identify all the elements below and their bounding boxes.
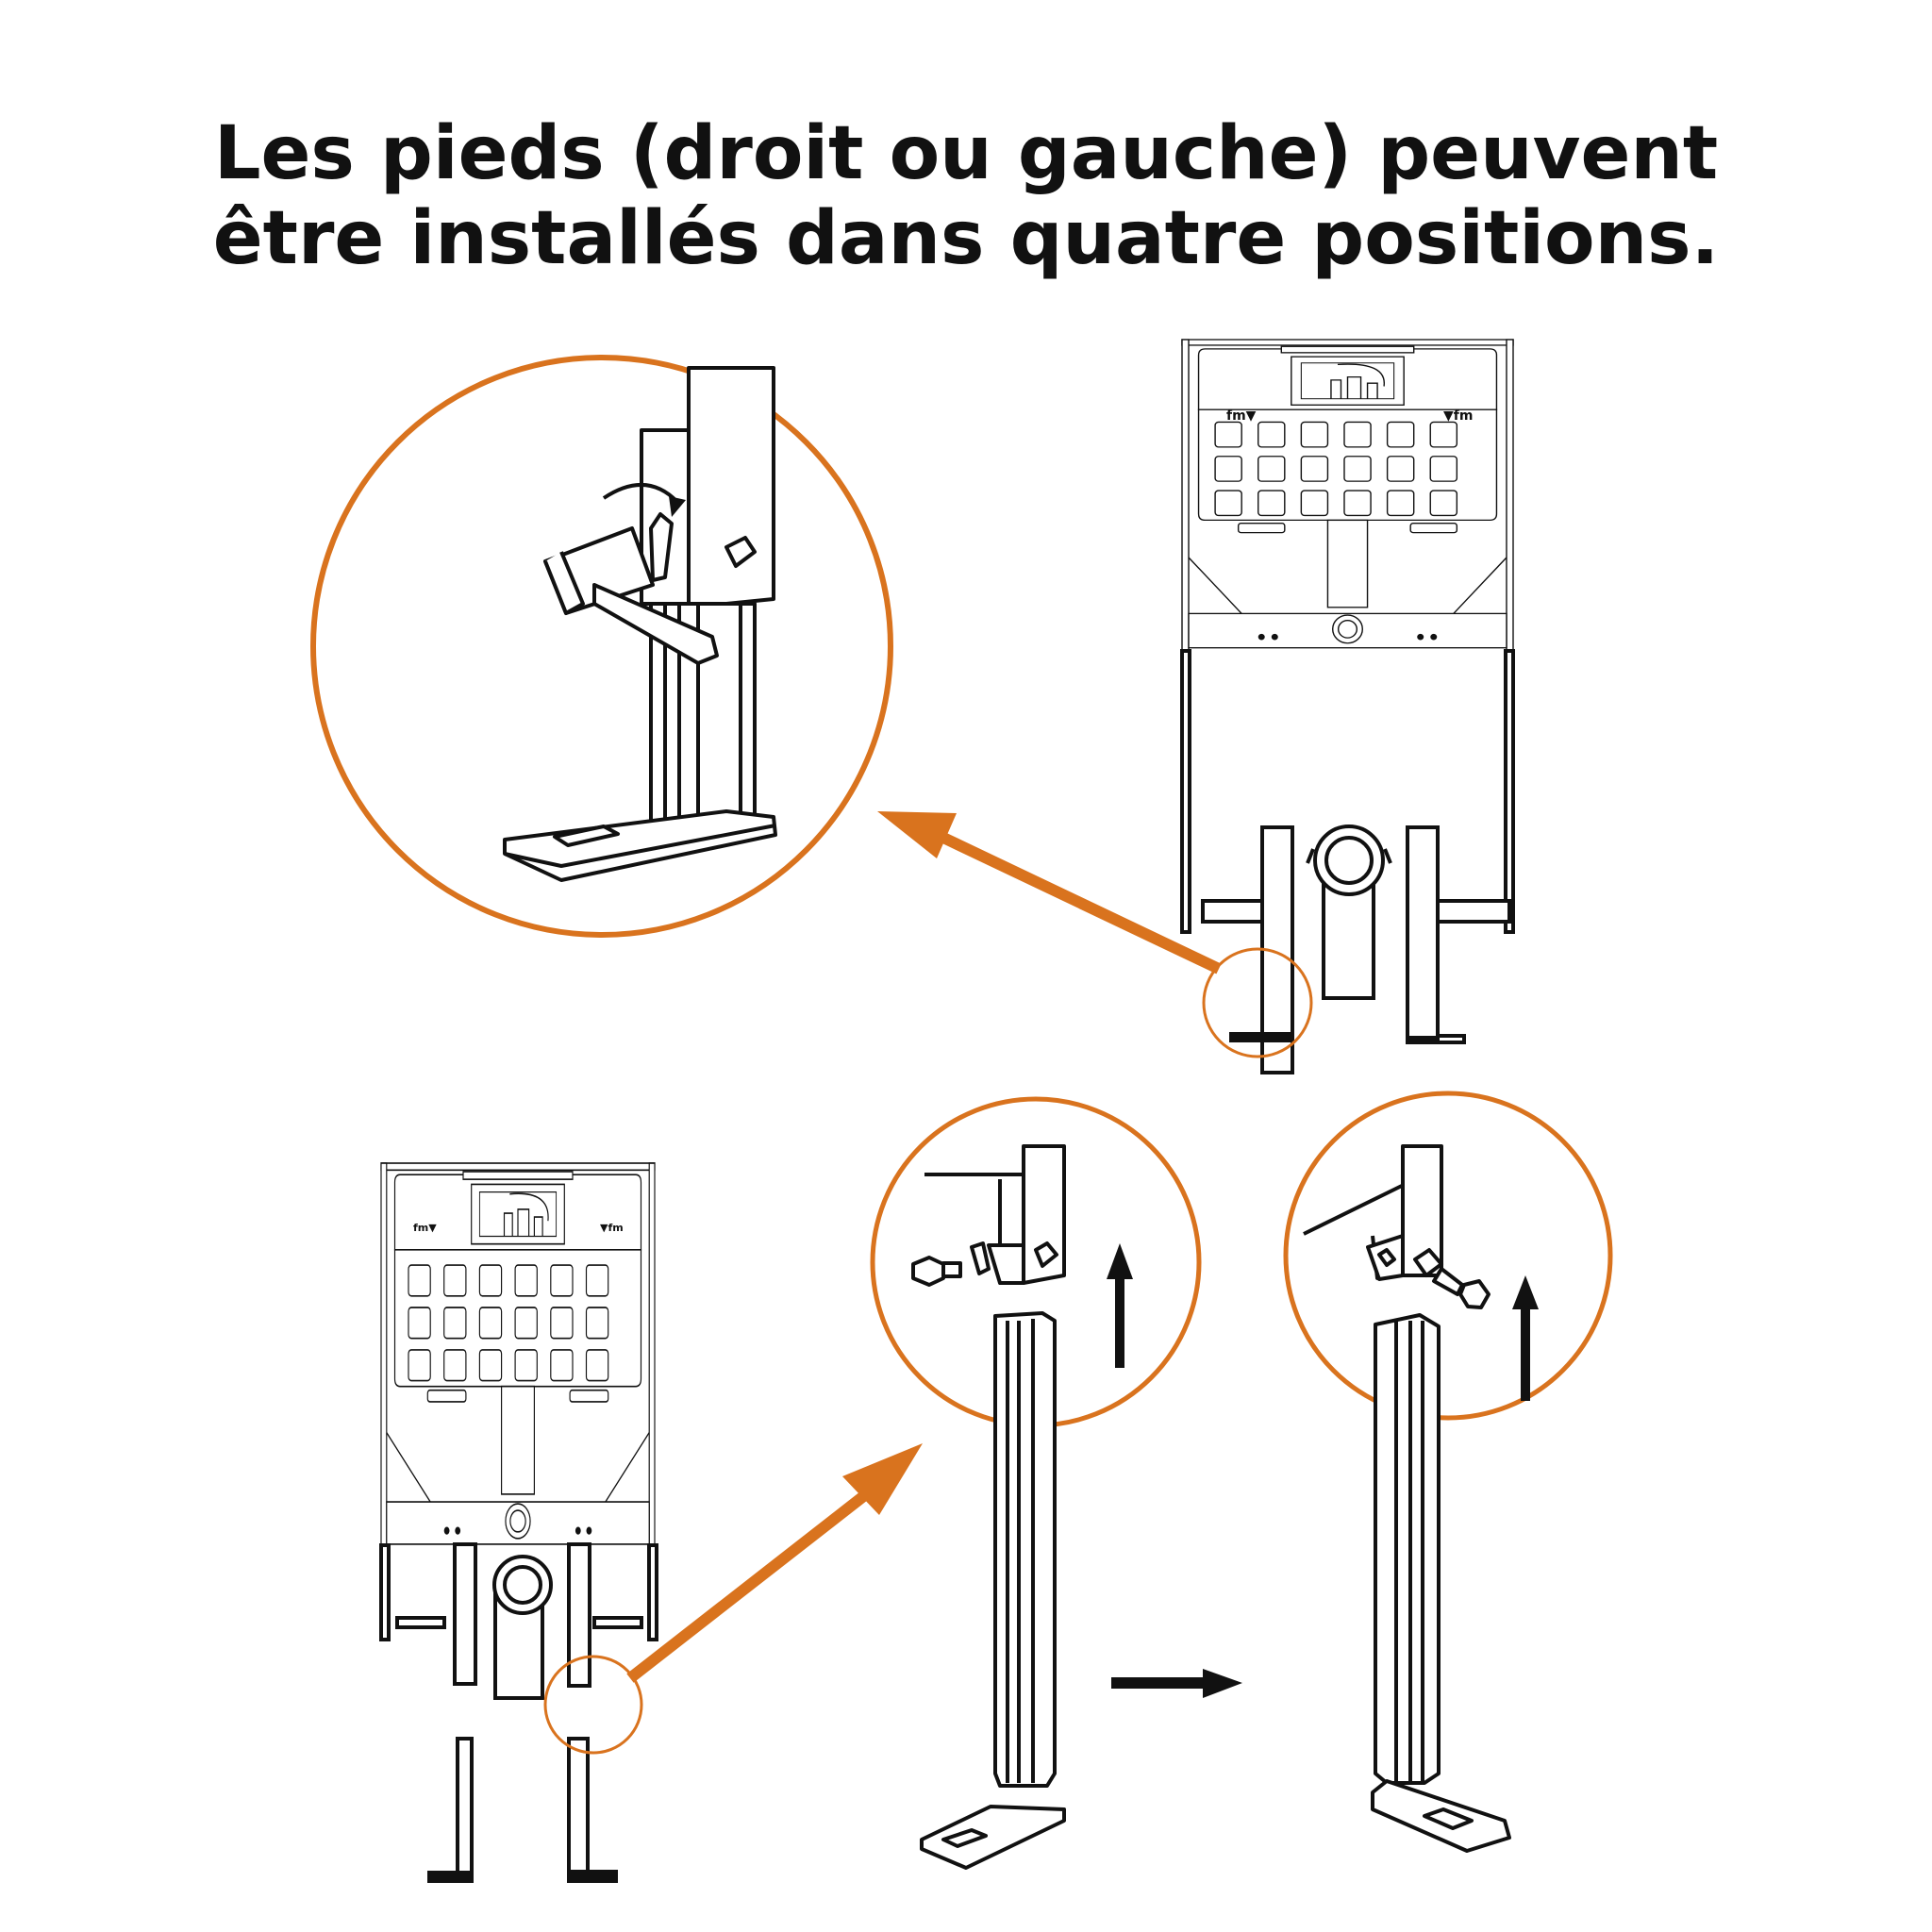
title-line-2: être installés dans quatre positions. <box>212 196 1720 281</box>
right-arrow-icon <box>1111 1669 1242 1698</box>
highlight-circle-foot-bottom <box>543 1655 643 1755</box>
up-arrow-icon-right <box>1512 1275 1539 1401</box>
frame-mark-left: fm▼ <box>1226 408 1257 424</box>
magnifier-rotate-foot <box>310 355 893 938</box>
callout-arrow-icon <box>877 811 1222 974</box>
frame-mark-right-small: ▼fm <box>600 1222 624 1234</box>
rotation-arrow-icon <box>602 483 686 517</box>
frame-mark-left-small: fm▼ <box>413 1222 437 1234</box>
frame-bottom-left: fm▼ ▼fm <box>379 1162 658 1883</box>
frame-mark-right: ▼fm <box>1443 408 1473 424</box>
title-line-1: Les pieds (droit ou gauche) peuvent <box>213 111 1719 196</box>
callout-arrow-icon-bottom <box>626 1443 923 1683</box>
up-arrow-icon <box>1107 1243 1133 1368</box>
page-title: Les pieds (droit ou gauche) peuvent être… <box>0 111 1932 281</box>
frame-top-right: fm▼ ▼fm <box>1180 339 1515 1074</box>
magnifier-leg-insert-inward <box>1283 1091 1613 1853</box>
highlight-circle-foot-top <box>1202 947 1313 1058</box>
magnifier-leg-insert-outward <box>870 1096 1202 1870</box>
